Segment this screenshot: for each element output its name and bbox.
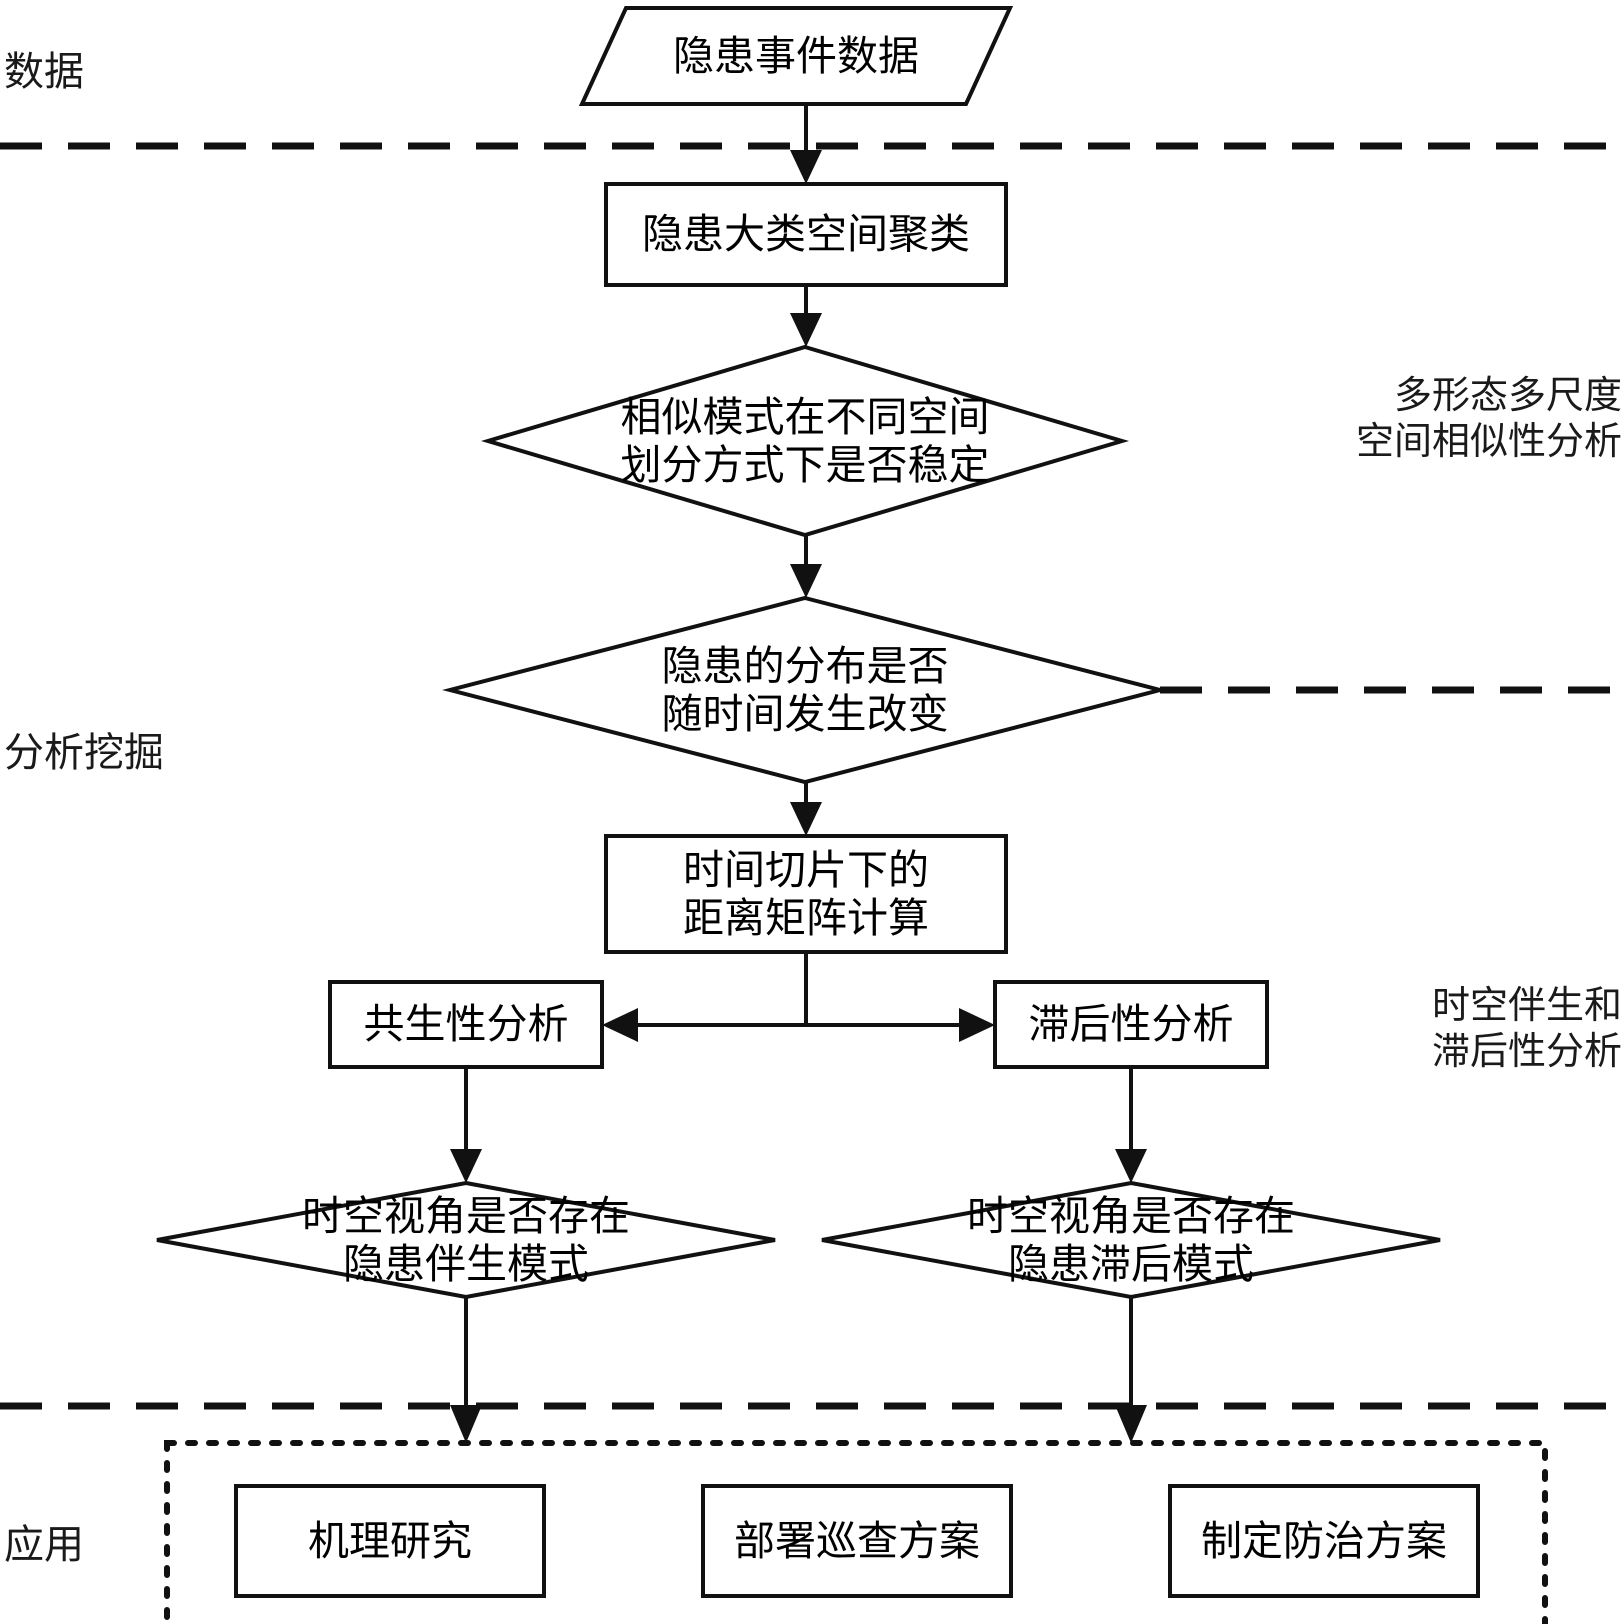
- application-container: [164, 1440, 1548, 1624]
- node-distance-matrix-shape[interactable]: [604, 834, 1008, 954]
- application-box-2-shape[interactable]: [701, 1484, 1013, 1598]
- connector-lag-to-pattern: [1115, 1067, 1147, 1183]
- phase-label-spatial-similarity: 多形态多尺度 空间相似性分析: [1355, 375, 1622, 464]
- connector-stability-to-timechange: [790, 535, 822, 598]
- connector-symbiosis-to-pattern: [450, 1067, 482, 1183]
- stage-label-analysis: 分析挖掘: [4, 731, 164, 775]
- node-decision-lag-pattern-shape[interactable]: [821, 1180, 1441, 1300]
- node-data-source-shape[interactable]: [578, 6, 1014, 106]
- connector-cluster-to-stability: [790, 285, 822, 347]
- node-decision-symbiosis-pattern-shape[interactable]: [156, 1180, 776, 1300]
- connector-symbiosis-pattern-to-application: [450, 1297, 482, 1443]
- node-decision-stability-shape[interactable]: [480, 344, 1130, 538]
- connector-timechange-to-distance: [790, 782, 822, 836]
- node-lag-analysis-shape[interactable]: [993, 980, 1269, 1069]
- application-box-1-shape[interactable]: [234, 1484, 546, 1598]
- stage-label-data: 数据: [4, 50, 84, 94]
- connector-data-to-cluster: [790, 104, 822, 184]
- node-decision-time-change-shape[interactable]: [442, 595, 1168, 785]
- connector-symbiosis-lag-bidirectional: [602, 1008, 995, 1042]
- application-box-3-shape[interactable]: [1168, 1484, 1480, 1598]
- stage-label-application: 应用: [4, 1523, 84, 1567]
- connector-lag-pattern-to-application: [1115, 1297, 1147, 1443]
- node-cluster-shape[interactable]: [604, 182, 1008, 287]
- phase-label-spatiotemporal: 时空伴生和 滞后性分析: [1431, 985, 1622, 1074]
- node-symbiosis-analysis-shape[interactable]: [328, 980, 604, 1069]
